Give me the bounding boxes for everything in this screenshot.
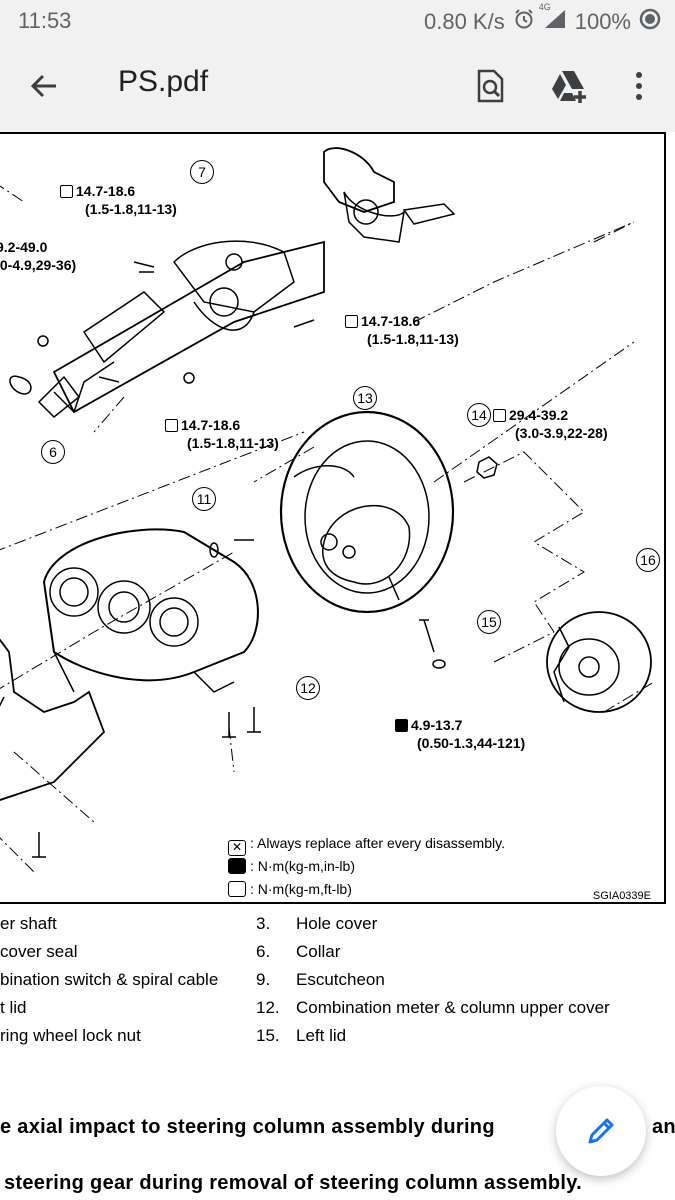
status-time: 11:53 (18, 8, 72, 33)
document-title: PS.pdf (118, 65, 209, 98)
more-options-button[interactable] (615, 62, 663, 110)
app-bar: PS.pdf (0, 40, 675, 133)
part-item: 9.Escutcheon (256, 970, 385, 989)
torque-ft-lb-icon (228, 881, 246, 897)
torque-label: 14.7-18.6 (1.5-1.8,11-13) (60, 182, 177, 218)
battery-level: 100% (574, 9, 631, 34)
add-to-drive-button[interactable] (546, 62, 594, 110)
search-document-icon (477, 69, 504, 103)
more-vertical-icon (636, 72, 642, 100)
part-item: 12.Combination meter & column upper cove… (256, 998, 610, 1017)
network-type: 4G (538, 2, 551, 12)
edit-pencil-icon (588, 1118, 614, 1144)
back-button[interactable] (20, 62, 68, 110)
callout-number: 15 (477, 610, 501, 634)
steering-column-exploded-diagram (0, 147, 655, 873)
caution-text-line-1: e axial impact to steering column assemb… (0, 1116, 495, 1138)
figure-code: SGIA0339E (592, 890, 651, 902)
network-speed: 0.80 K/s (424, 9, 505, 34)
part-item: 6.Collar (256, 942, 341, 961)
part-item: cover seal (0, 942, 78, 961)
figure-frame (0, 132, 666, 904)
callout-number: 6 (41, 440, 65, 464)
torque-label: 9.2-49.0 .0-4.9,29-36) (0, 239, 77, 273)
pdf-page-view[interactable]: 14.7-18.6 (1.5-1.8,11-13) 9.2-49.0 .0-4.… (0, 132, 675, 1200)
search-document-button[interactable] (466, 62, 514, 110)
torque-label: 14.7-18.6 (1.5-1.8,11-13) (345, 312, 459, 348)
part-item: 3.Hole cover (256, 914, 378, 933)
drive-add-icon (552, 71, 586, 103)
caution-text-line-1-tail: an (652, 1116, 675, 1138)
status-indicators: 0.80 K/s 4G 100% (424, 2, 661, 36)
torque-ft-lb-icon (60, 185, 73, 198)
part-item: er shaft (0, 914, 57, 933)
part-item: bination switch & spiral cable (0, 970, 219, 989)
callout-number: 11 (192, 487, 216, 511)
torque-in-lb-icon (228, 858, 246, 874)
caution-text-line-2: steering gear during removal of steering… (4, 1172, 582, 1194)
callout-number: 14 (467, 403, 491, 427)
status-bar: 11:53 0.80 K/s 4G 100% (0, 0, 675, 40)
legend-replace: ✕: Always replace after every disassembl… (228, 835, 505, 856)
torque-ft-lb-icon (493, 409, 506, 422)
torque-label: 29.4-39.2 (3.0-3.9,22-28) (493, 406, 608, 442)
torque-ft-lb-icon (165, 419, 178, 432)
callout-number: 16 (636, 548, 660, 572)
callout-number: 13 (353, 386, 377, 410)
torque-ft-lb-icon (345, 315, 358, 328)
part-item: 15.Left lid (256, 1026, 347, 1045)
torque-label: 14.7-18.6 (1.5-1.8,11-13) (165, 416, 279, 452)
battery-icon (639, 8, 661, 36)
legend-ft-lb: : N·m(kg-m,ft-lb) (228, 881, 352, 897)
arrow-back-icon (30, 74, 56, 98)
edit-button[interactable] (556, 1086, 646, 1176)
legend-in-lb: : N·m(kg-m,in-lb) (228, 858, 355, 874)
callout-number: 7 (190, 160, 214, 184)
alarm-icon (513, 8, 535, 36)
signal-icon: 4G (539, 2, 567, 36)
part-item: t lid (0, 998, 27, 1017)
part-item: ring wheel lock nut (0, 1026, 141, 1045)
torque-in-lb-icon (395, 719, 408, 732)
replace-icon: ✕ (228, 840, 246, 856)
torque-label: 4.9-13.7 (0.50-1.3,44-121) (395, 716, 525, 752)
callout-number: 12 (296, 676, 320, 700)
